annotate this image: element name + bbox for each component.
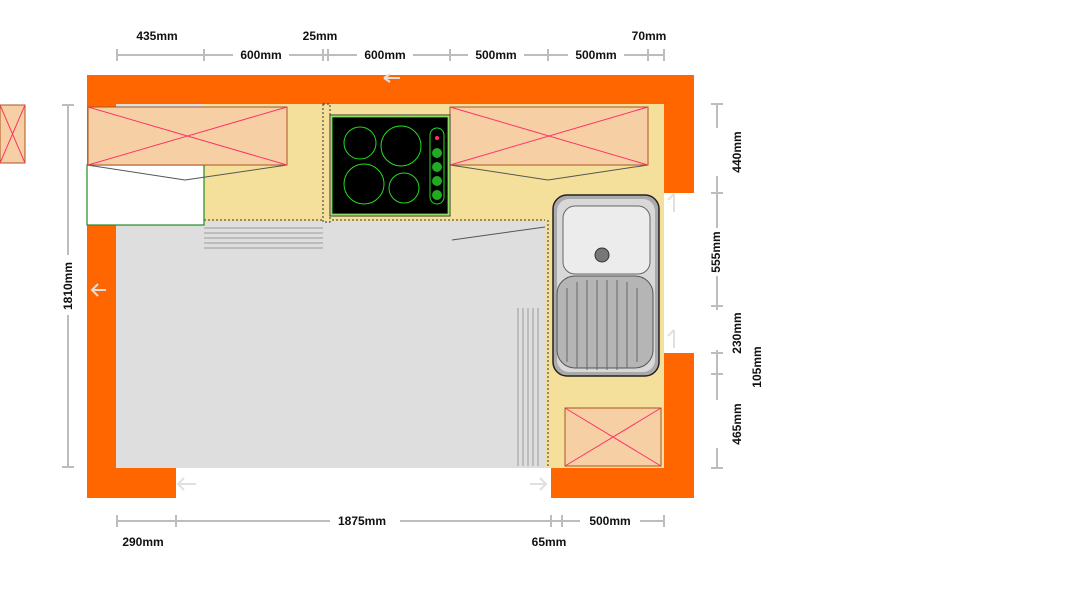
wall-cabinet-cross-icon[interactable] xyxy=(0,104,26,164)
unit-swing-line xyxy=(451,226,546,241)
door-arrow-icon xyxy=(90,73,675,491)
dim-label: 500mm xyxy=(575,48,616,62)
dim-label: 500mm xyxy=(589,514,630,528)
dim-label: 230mm xyxy=(730,312,744,353)
dim-label: 105mm xyxy=(750,346,764,387)
wall-cabinet-cross-icon[interactable] xyxy=(449,106,649,166)
unit-swing-line xyxy=(449,164,549,181)
worktop-gap-left xyxy=(322,103,331,223)
dim-label: 1810mm xyxy=(61,262,75,310)
wall-cabinet-cross-icon[interactable] xyxy=(564,407,662,467)
unit-swing-line xyxy=(547,164,649,181)
dim-label: 600mm xyxy=(240,48,281,62)
bottom-door-opening[interactable] xyxy=(176,468,551,498)
dimension-labels: 435mm 25mm 70mm 600mm 600mm 500mm 500mm … xyxy=(61,29,764,549)
dim-label: 65mm xyxy=(532,535,567,549)
induction-hob-icon[interactable] xyxy=(329,114,451,217)
dim-label: 440mm xyxy=(730,131,744,172)
dim-label: 600mm xyxy=(364,48,405,62)
dim-label: 1875mm xyxy=(338,514,386,528)
dim-label: 465mm xyxy=(730,403,744,444)
dim-label: 70mm xyxy=(632,29,667,43)
floor-hatching xyxy=(204,227,539,466)
unit-swing-line xyxy=(184,164,288,181)
dim-label: 25mm xyxy=(303,29,338,43)
sink-with-drainer-icon[interactable] xyxy=(552,194,660,377)
dim-label: 555mm xyxy=(709,231,723,272)
wall-cabinet-cross-icon[interactable] xyxy=(87,106,288,166)
right-door-opening[interactable] xyxy=(664,193,694,353)
dim-label: 435mm xyxy=(136,29,177,43)
dim-label: 500mm xyxy=(475,48,516,62)
unit-swing-line xyxy=(86,164,186,181)
dim-label: 290mm xyxy=(122,535,163,549)
